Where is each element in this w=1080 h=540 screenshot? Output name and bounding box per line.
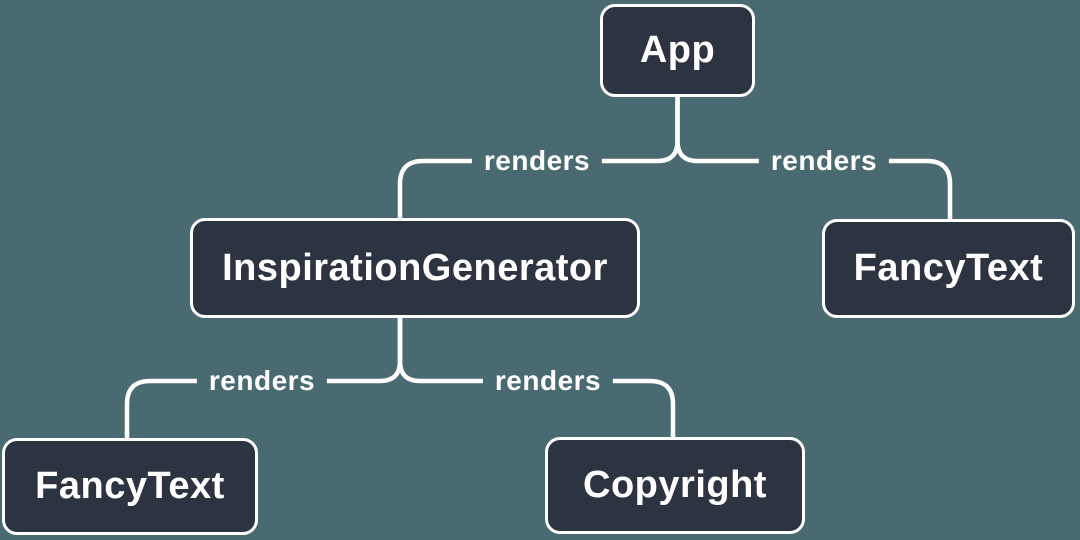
node-app: App [600, 4, 755, 97]
node-fancy-text-left: FancyText [2, 438, 258, 535]
node-fancy-text-right-label: FancyText [853, 247, 1044, 289]
edge-label-renders-app-fancytext: renders [758, 144, 890, 178]
node-inspiration-generator-label: InspirationGenerator [222, 246, 608, 289]
node-fancy-text-right: FancyText [822, 219, 1075, 318]
node-fancy-text-left-label: FancyText [35, 465, 225, 507]
node-inspiration-generator: InspirationGenerator [190, 218, 640, 318]
node-app-label: App [639, 29, 716, 71]
edge-label-renders-app-inspirationgenerator: renders [471, 144, 603, 178]
edge-label-renders-inspirationgenerator-fancytext: renders [196, 364, 328, 398]
node-copyright-label: Copyright [583, 464, 767, 506]
edge-label-renders-inspirationgenerator-copyright: renders [482, 364, 614, 398]
node-copyright: Copyright [545, 437, 805, 534]
